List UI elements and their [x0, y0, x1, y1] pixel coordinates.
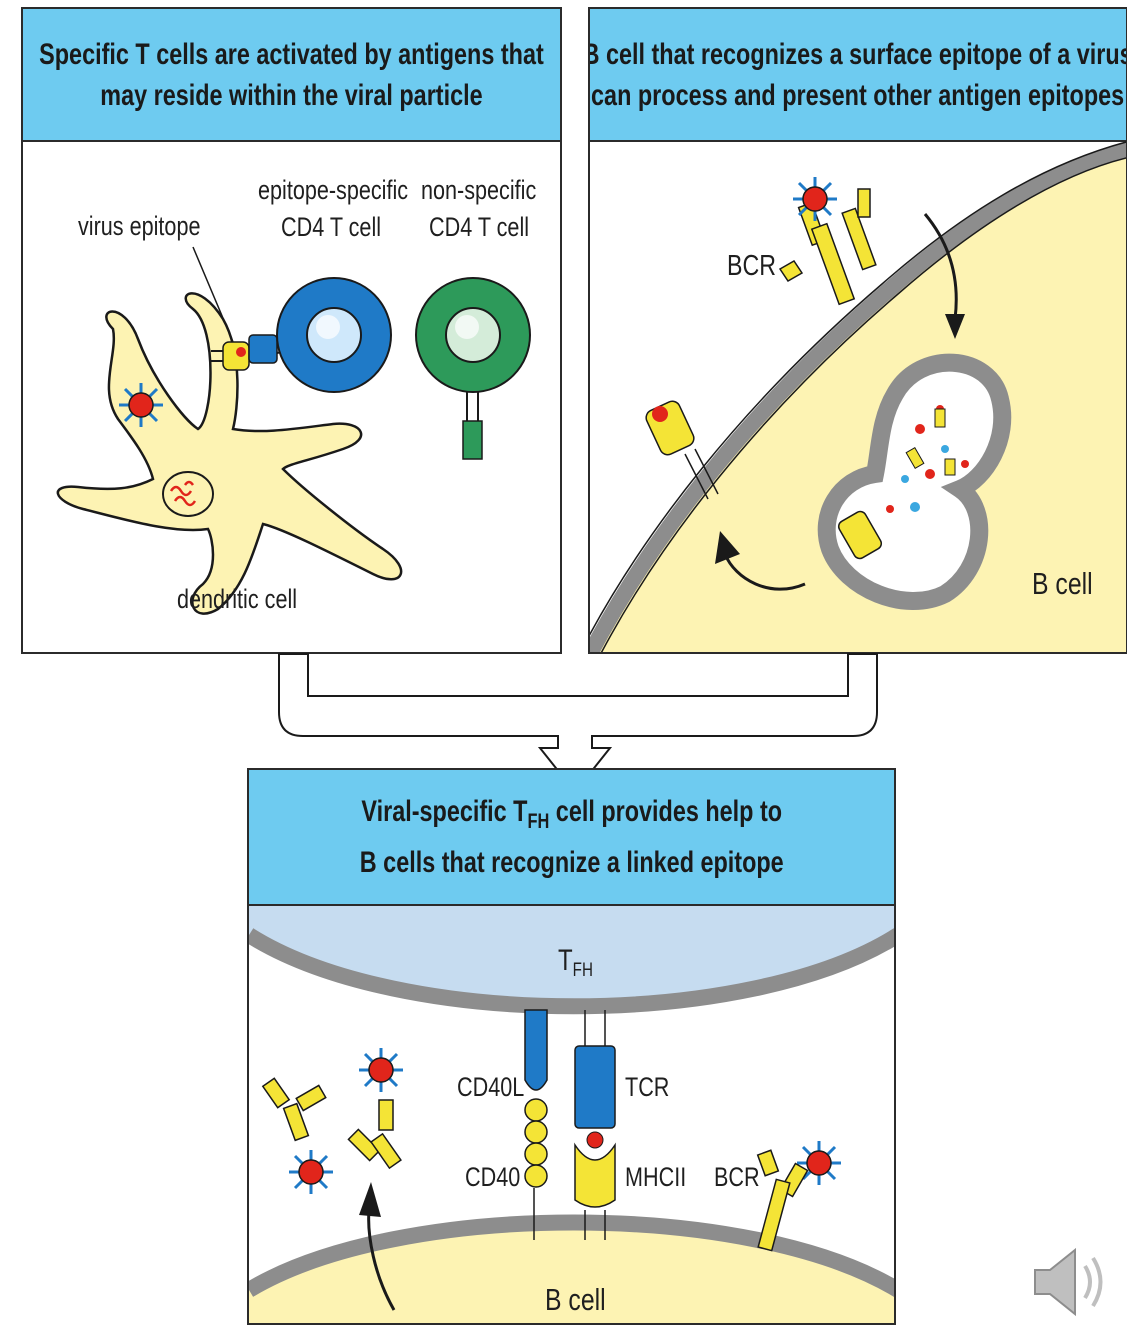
label-cd40l: CD40L — [457, 1072, 524, 1102]
panel-b-cell-processing: B cell that recognizes a surface epitope… — [588, 7, 1127, 654]
panel-left-illustration — [23, 9, 562, 654]
label-mhcii: MHCII — [625, 1162, 686, 1192]
label-tcr: TCR — [625, 1072, 669, 1102]
label-b-cell-right: B cell — [1032, 569, 1093, 599]
speaker-icon[interactable] — [1030, 1248, 1120, 1318]
label-non-specific-line2: CD4 T cell — [429, 212, 529, 242]
virus-icon — [359, 1048, 403, 1092]
label-tfh: TFH — [558, 946, 593, 986]
panel-t-cell-activation: Specific T cells are activated by antige… — [21, 7, 562, 654]
virus-icon — [289, 1150, 333, 1194]
label-dendritic-cell: dendritic cell — [177, 584, 297, 614]
panel-tfh-help: Viral-specific TFH cell provides help to… — [247, 768, 896, 1325]
label-non-specific-line1: non-specific — [421, 175, 536, 205]
label-epitope-specific-line2: CD4 T cell — [281, 212, 381, 242]
virus-icon — [793, 177, 837, 221]
label-epitope-specific-line1: epitope-specific — [258, 175, 408, 205]
label-cd40: CD40 — [465, 1162, 520, 1192]
label-virus-epitope: virus epitope — [78, 211, 200, 241]
label-bcr-right: BCR — [727, 251, 776, 281]
panel-bottom-illustration — [249, 770, 896, 1325]
label-bcr-bottom: BCR — [714, 1162, 760, 1192]
virus-icon — [119, 383, 163, 427]
panel-right-illustration — [590, 9, 1127, 654]
label-b-cell-bottom: B cell — [545, 1285, 606, 1315]
